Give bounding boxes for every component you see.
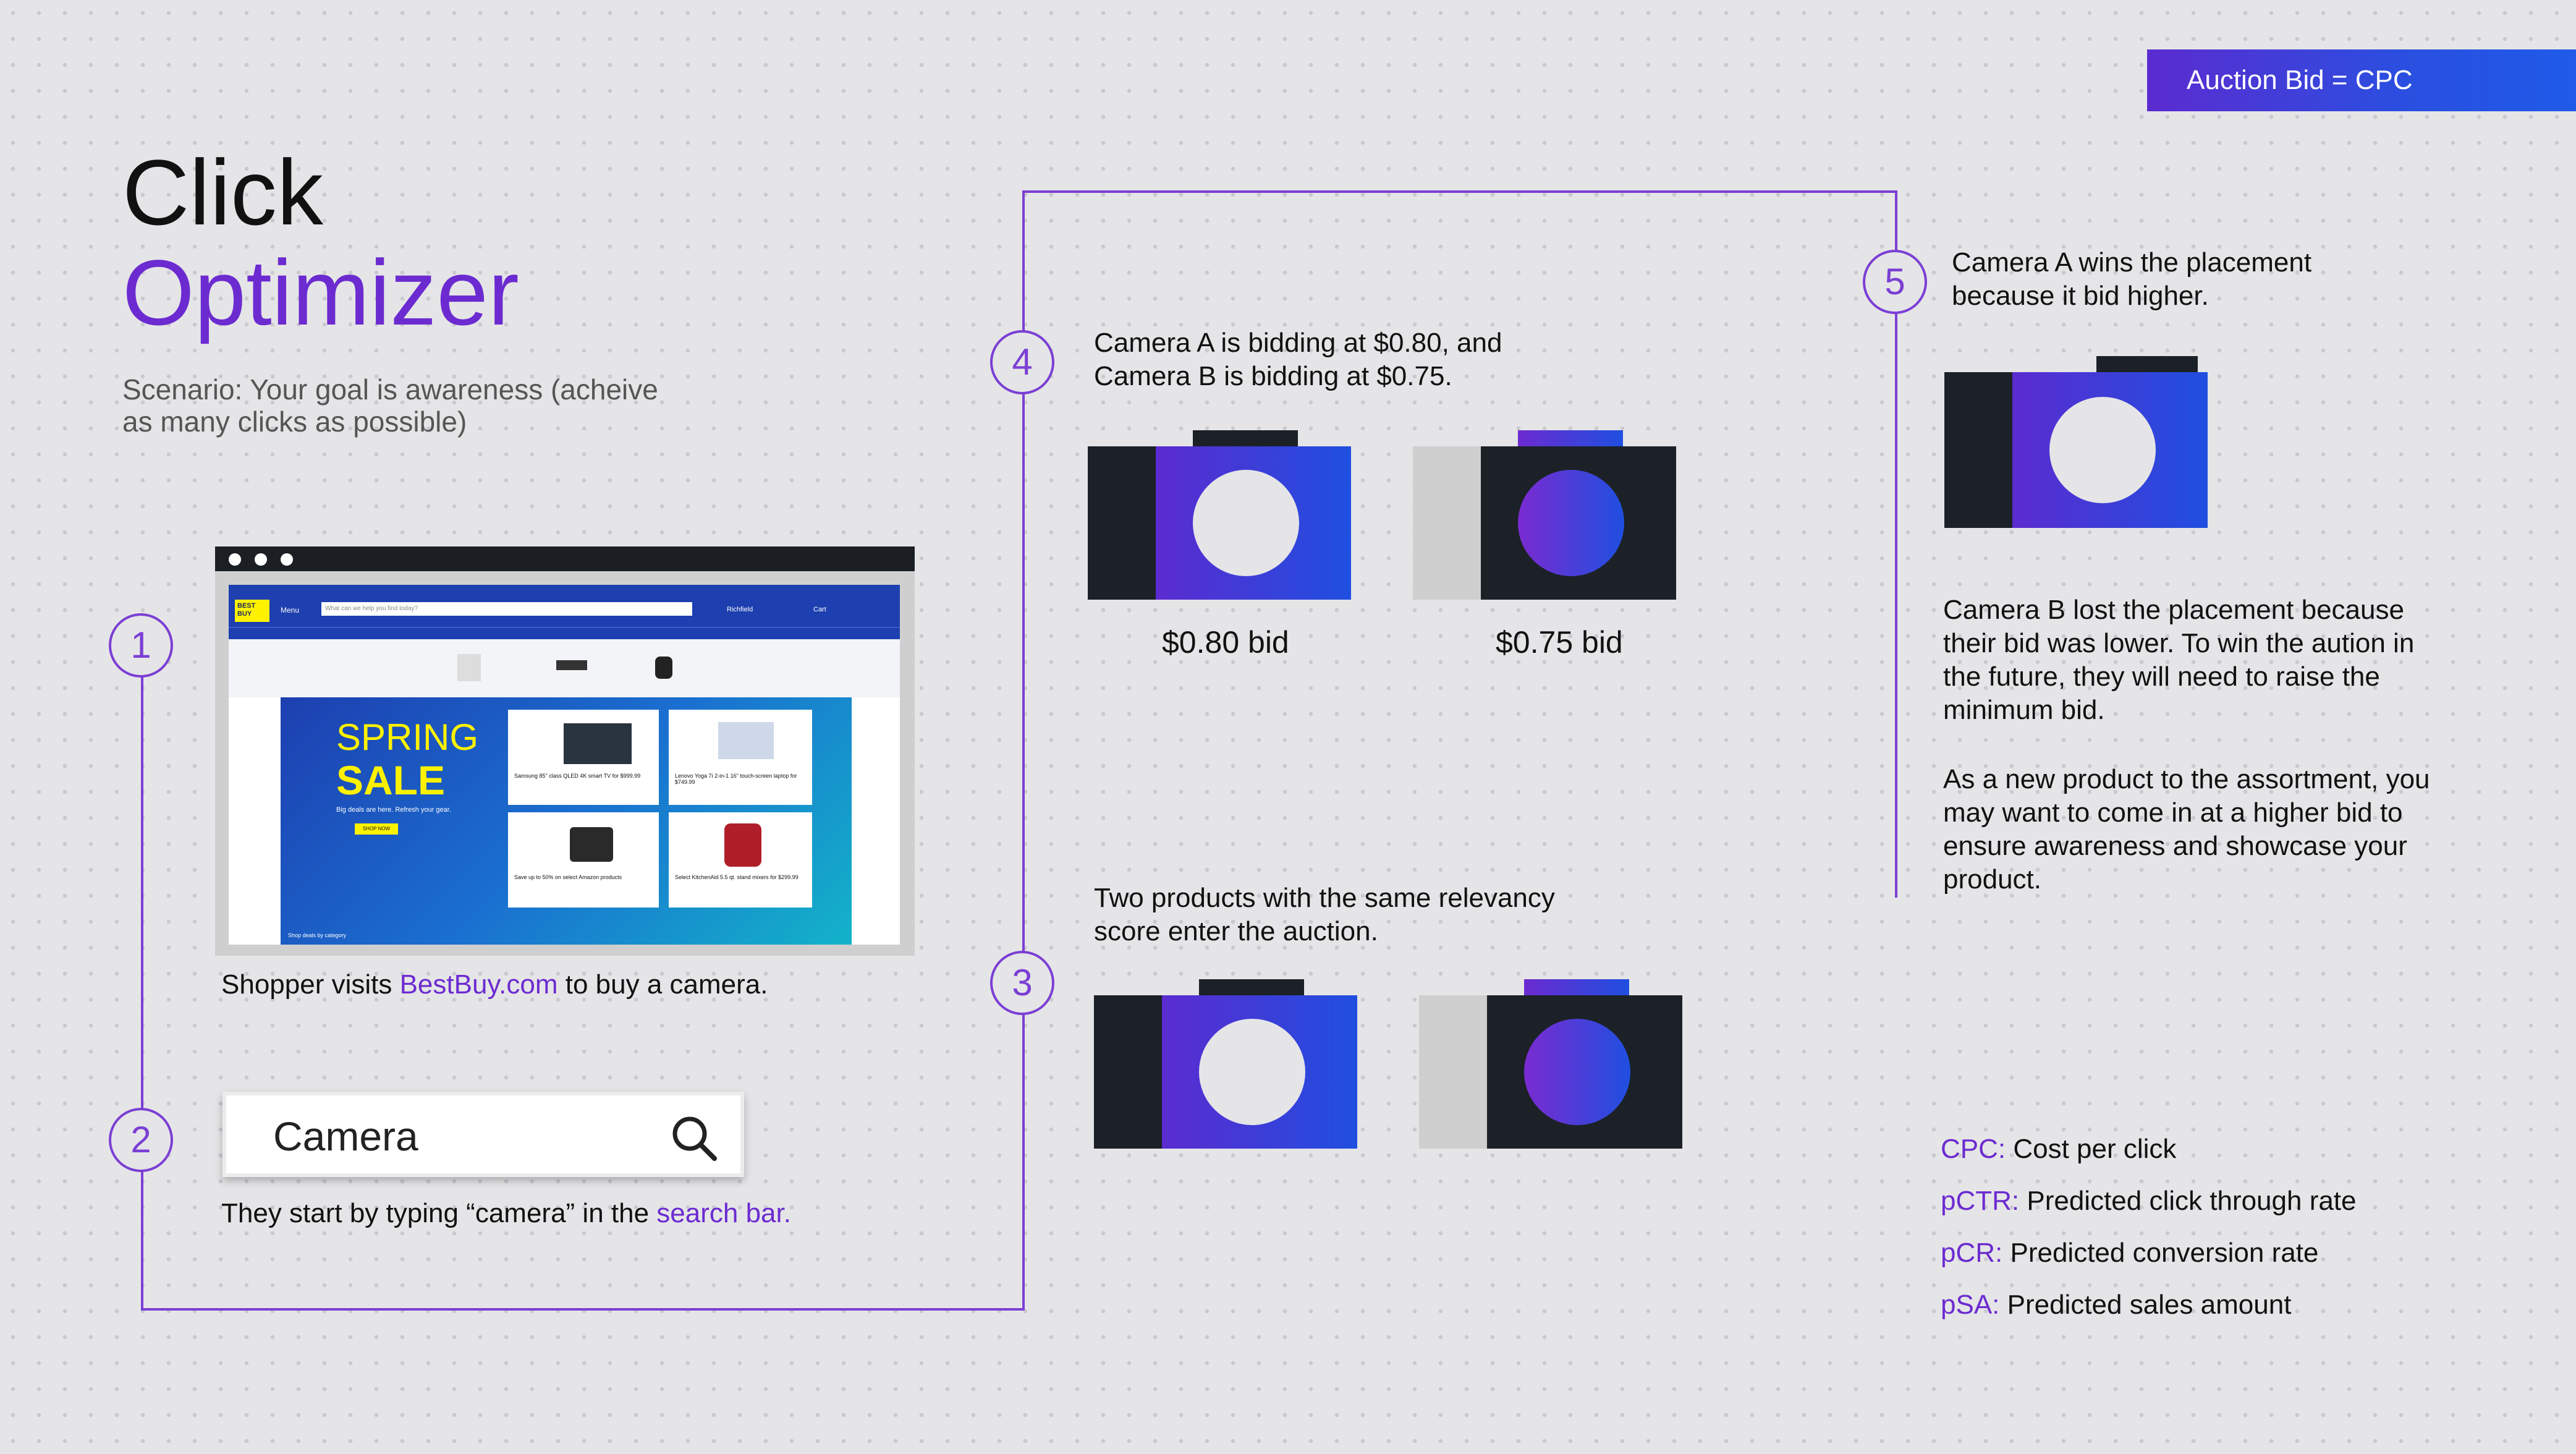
- promo-subtitle: Big deals are here. Refresh your gear.: [336, 806, 451, 814]
- laptop-image: [718, 722, 774, 759]
- camera-b-bid: $0.75 bid: [1496, 625, 1623, 660]
- window-dot-icon: [229, 553, 241, 566]
- winning-camera-icon: [1944, 356, 2208, 528]
- step-1-text-after: to buy a camera.: [557, 969, 768, 1000]
- camera-b-icon: [1419, 979, 1682, 1149]
- step-5-number: 5: [1863, 250, 1927, 314]
- glossary-term: pCR:: [1941, 1238, 2003, 1268]
- site-store: Richfield: [727, 606, 753, 613]
- site-nav-strip: [229, 627, 900, 628]
- bestbuy-link[interactable]: BestBuy.com: [399, 969, 558, 1000]
- outcome-paragraph-1: Camera B lost the placement because thei…: [1943, 595, 2415, 725]
- camera-a-bid: $0.80 bid: [1162, 625, 1289, 660]
- site-logo: BEST BUY: [235, 600, 269, 622]
- step-3-text: Two products with the same relevancy sco…: [1094, 883, 1555, 946]
- glossary-definition: Predicted conversion rate: [2002, 1238, 2319, 1268]
- promo-tile: Save up to 50% on select Amazon products: [508, 812, 659, 908]
- site-header: BEST BUY Menu What can we help you find …: [229, 585, 900, 639]
- step-3-number: 3: [990, 951, 1054, 1015]
- camera-a-icon: [1094, 979, 1357, 1149]
- site-cart: Cart: [813, 606, 826, 613]
- tile-caption: Lenovo Yoga 7i 2-in-1 16" touch-screen l…: [675, 773, 797, 785]
- mixer-image: [724, 823, 761, 867]
- glossary: CPC: Cost per click pCTR: Predicted clic…: [1941, 1133, 2497, 1322]
- connector-bottom-horizontal: [141, 1308, 1025, 1311]
- tile-caption: Save up to 50% on select Amazon products: [514, 874, 622, 880]
- glossary-definition: Predicted click through rate: [2019, 1186, 2357, 1216]
- step-2-number: 2: [109, 1108, 173, 1172]
- glossary-row: pSA: Predicted sales amount: [1941, 1288, 2497, 1322]
- promo-title-line-1: SPRING: [336, 716, 479, 758]
- site-search-input: What can we help you find today?: [321, 602, 692, 616]
- glossary-term: pSA:: [1941, 1290, 2000, 1320]
- camera-a-icon: [1088, 430, 1351, 600]
- recent-item: [655, 657, 672, 679]
- glossary-term: pCTR:: [1941, 1186, 2020, 1216]
- website-page: BEST BUY Menu What can we help you find …: [229, 585, 900, 945]
- recent-item: [457, 654, 481, 681]
- promo-shop-button: SHOP NOW: [355, 823, 398, 835]
- glossary-row: CPC: Cost per click: [1941, 1133, 2497, 1166]
- spring-sale-banner: SPRING SALE Big deals are here. Refresh …: [281, 697, 852, 945]
- step-4-text: Camera A is bidding at $0.80, and Camera…: [1094, 328, 1502, 391]
- promo-title-line-2: SALE: [336, 757, 446, 803]
- connector-mid-vertical: [1022, 190, 1025, 1311]
- browser-title-bar: [215, 546, 915, 571]
- connector-right-vertical: [1895, 190, 1897, 898]
- glossary-definition: Predicted sales amount: [1999, 1290, 2292, 1320]
- tile-caption: Samsung 85" class QLED 4K smart TV for $…: [514, 773, 641, 779]
- camera-b-icon: [1413, 430, 1676, 600]
- recent-item: [556, 660, 587, 670]
- footer-link: Shop deals by category: [288, 932, 347, 938]
- search-icon: [672, 1116, 717, 1161]
- auction-bid-badge: Auction Bid = CPC: [2147, 49, 2576, 111]
- promo-tile: Select KitchenAid 5.5 qt. stand mixers f…: [669, 812, 812, 908]
- step-2-text-before: They start by typing “camera” in the: [221, 1198, 657, 1228]
- step-2-text: They start by typing “camera” in the sea…: [221, 1197, 963, 1230]
- scenario-text: Scenario: Your goal is awareness (acheiv…: [122, 373, 658, 438]
- glossary-row: pCR: Predicted conversion rate: [1941, 1236, 2497, 1270]
- echo-image: [570, 827, 613, 862]
- connector-top-horizontal: [1022, 190, 1897, 193]
- glossary-term: CPC:: [1941, 1134, 2006, 1164]
- promo-tile: Samsung 85" class QLED 4K smart TV for $…: [508, 710, 659, 805]
- step-1-text-before: Shopper visits: [221, 969, 400, 1000]
- tv-image: [564, 723, 632, 764]
- title-line-1: Click: [122, 140, 323, 244]
- step-4-number: 4: [990, 330, 1054, 394]
- connector-left-vertical: [141, 674, 143, 1311]
- search-bar[interactable]: Camera: [222, 1092, 744, 1177]
- outcome-paragraph-2: As a new product to the assortment, you …: [1943, 764, 2430, 895]
- search-input-value: Camera: [273, 1113, 418, 1159]
- title-line-2: Optimizer: [122, 240, 519, 344]
- step-1-text: Shopper visits BestBuy.com to buy a came…: [221, 968, 963, 1001]
- tile-caption: Select KitchenAid 5.5 qt. stand mixers f…: [675, 874, 799, 880]
- website-screenshot: BEST BUY Menu What can we help you find …: [215, 546, 915, 956]
- search-bar-link[interactable]: search bar.: [656, 1198, 791, 1228]
- step-1-number: 1: [109, 613, 173, 678]
- glossary-definition: Cost per click: [2006, 1134, 2177, 1164]
- window-dot-icon: [281, 553, 293, 566]
- step-5-text: Camera A wins the placement because it b…: [1952, 247, 2312, 311]
- window-dot-icon: [255, 553, 267, 566]
- site-menu: Menu: [281, 606, 300, 614]
- promo-tile: Lenovo Yoga 7i 2-in-1 16" touch-screen l…: [669, 710, 812, 805]
- recently-viewed-strip: [229, 639, 900, 697]
- glossary-row: pCTR: Predicted click through rate: [1941, 1184, 2497, 1218]
